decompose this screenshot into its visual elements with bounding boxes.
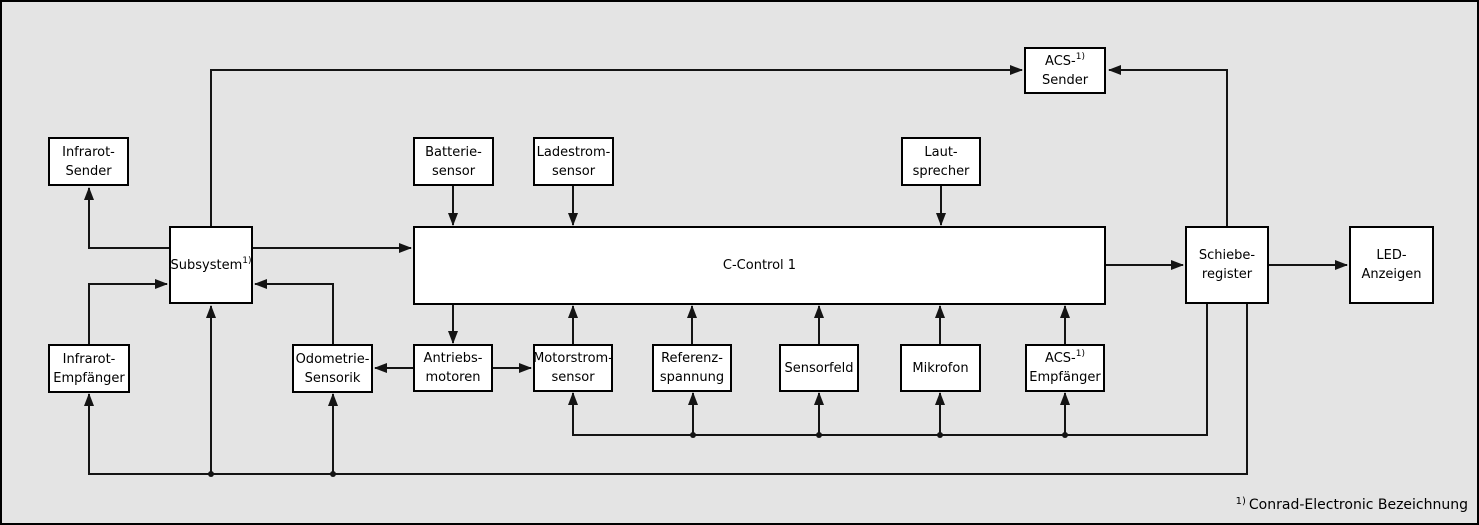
box-label: ACS-1) xyxy=(1045,52,1085,71)
box-infrarot-empfaenger: Infrarot- Empfänger xyxy=(48,344,130,393)
box-schieberegister: Schiebe- register xyxy=(1185,226,1269,304)
box-label: Subsystem1) xyxy=(171,256,252,275)
bus-schieberegister-left xyxy=(84,304,1248,475)
box-lautsprecher: Laut- sprecher xyxy=(901,137,981,186)
box-label-text: ACS- xyxy=(1045,53,1076,69)
box-label: Schiebe- xyxy=(1198,248,1256,263)
box-sensorfeld: Sensorfeld xyxy=(779,344,859,392)
box-odometrie-sensorik: Odometrie- Sensorik xyxy=(292,344,373,393)
box-label-text: Subsystem xyxy=(170,257,243,273)
connector-odometrie-to-subsystem xyxy=(254,279,334,344)
box-ladestrom-sensor: Ladestrom- sensor xyxy=(533,137,614,186)
box-label: Mikrofon xyxy=(912,360,969,376)
box-label: Motorstrom- xyxy=(533,351,613,366)
box-label: sensor xyxy=(551,370,595,385)
connector-subsystem-to-acs-sender xyxy=(210,65,1023,226)
box-label: Ladestrom- xyxy=(536,144,611,160)
box-label: Empfänger xyxy=(53,370,125,386)
box-acs-sender: ACS-1) Sender xyxy=(1024,47,1106,94)
box-antriebsmotoren: Antriebs- motoren xyxy=(413,344,493,392)
box-label: Sender xyxy=(1041,72,1089,88)
box-label-text: ACS- xyxy=(1045,351,1076,366)
footnote-marker: 1) xyxy=(1075,349,1085,359)
footnote-marker: 1) xyxy=(1075,51,1085,62)
junction-dot xyxy=(330,471,336,477)
box-label: Antriebs- xyxy=(423,351,483,366)
box-label: sprecher xyxy=(912,163,970,179)
box-label: LED- xyxy=(1376,248,1407,263)
box-label: motoren xyxy=(425,370,481,385)
junction-dot xyxy=(1062,432,1068,438)
box-label: Anzeigen xyxy=(1361,267,1422,282)
box-label: C-Control 1 xyxy=(722,258,797,273)
connector-schieberegister-to-acs-sender xyxy=(1108,65,1228,226)
bus-schieberegister-sensors xyxy=(568,304,1208,436)
box-label: sensor xyxy=(431,163,476,179)
junction-dot xyxy=(816,432,822,438)
footnote-text: Conrad-Electronic Bezeichnung xyxy=(1248,497,1468,513)
box-label: Referenz- xyxy=(661,351,723,366)
box-label: spannung xyxy=(659,370,725,385)
box-label: Odometrie- xyxy=(295,351,370,367)
box-label: Batterie- xyxy=(425,144,482,160)
footnote: 1)Conrad-Electronic Bezeichnung xyxy=(1236,496,1468,513)
junction-dot xyxy=(208,471,214,477)
connector-infrarot-empfaenger-to-subsystem xyxy=(88,279,168,344)
box-label: Infrarot- xyxy=(62,144,115,160)
box-label: Empfänger xyxy=(1029,370,1101,385)
box-motorstrom-sensor: Motorstrom- sensor xyxy=(533,344,613,392)
connector-subsystem-to-infrarot-sender xyxy=(84,187,169,249)
box-mikrofon: Mikrofon xyxy=(900,344,981,392)
box-c-control-1: C-Control 1 xyxy=(413,226,1106,305)
box-label: register xyxy=(1201,267,1253,282)
box-label: Infrarot- xyxy=(62,351,116,367)
box-label: Sensorik xyxy=(304,370,361,386)
box-label: Sensorfeld xyxy=(784,360,854,376)
box-infrarot-sender: Infrarot- Sender xyxy=(48,137,129,186)
box-label: ACS-1) xyxy=(1045,349,1085,368)
box-led-anzeigen: LED- Anzeigen xyxy=(1349,226,1434,304)
box-referenzspannung: Referenz- spannung xyxy=(652,344,732,392)
box-label: Laut- xyxy=(924,144,958,160)
footnote-marker: 1) xyxy=(1235,496,1246,507)
box-subsystem: Subsystem1) xyxy=(169,226,253,304)
box-acs-empfaenger: ACS-1) Empfänger xyxy=(1025,344,1105,392)
box-batterie-sensor: Batterie- sensor xyxy=(413,137,494,186)
junction-dot xyxy=(690,432,696,438)
box-label: Sender xyxy=(65,163,112,179)
junction-dot xyxy=(937,432,943,438)
footnote-marker: 1) xyxy=(242,255,252,266)
box-label: sensor xyxy=(551,163,596,179)
